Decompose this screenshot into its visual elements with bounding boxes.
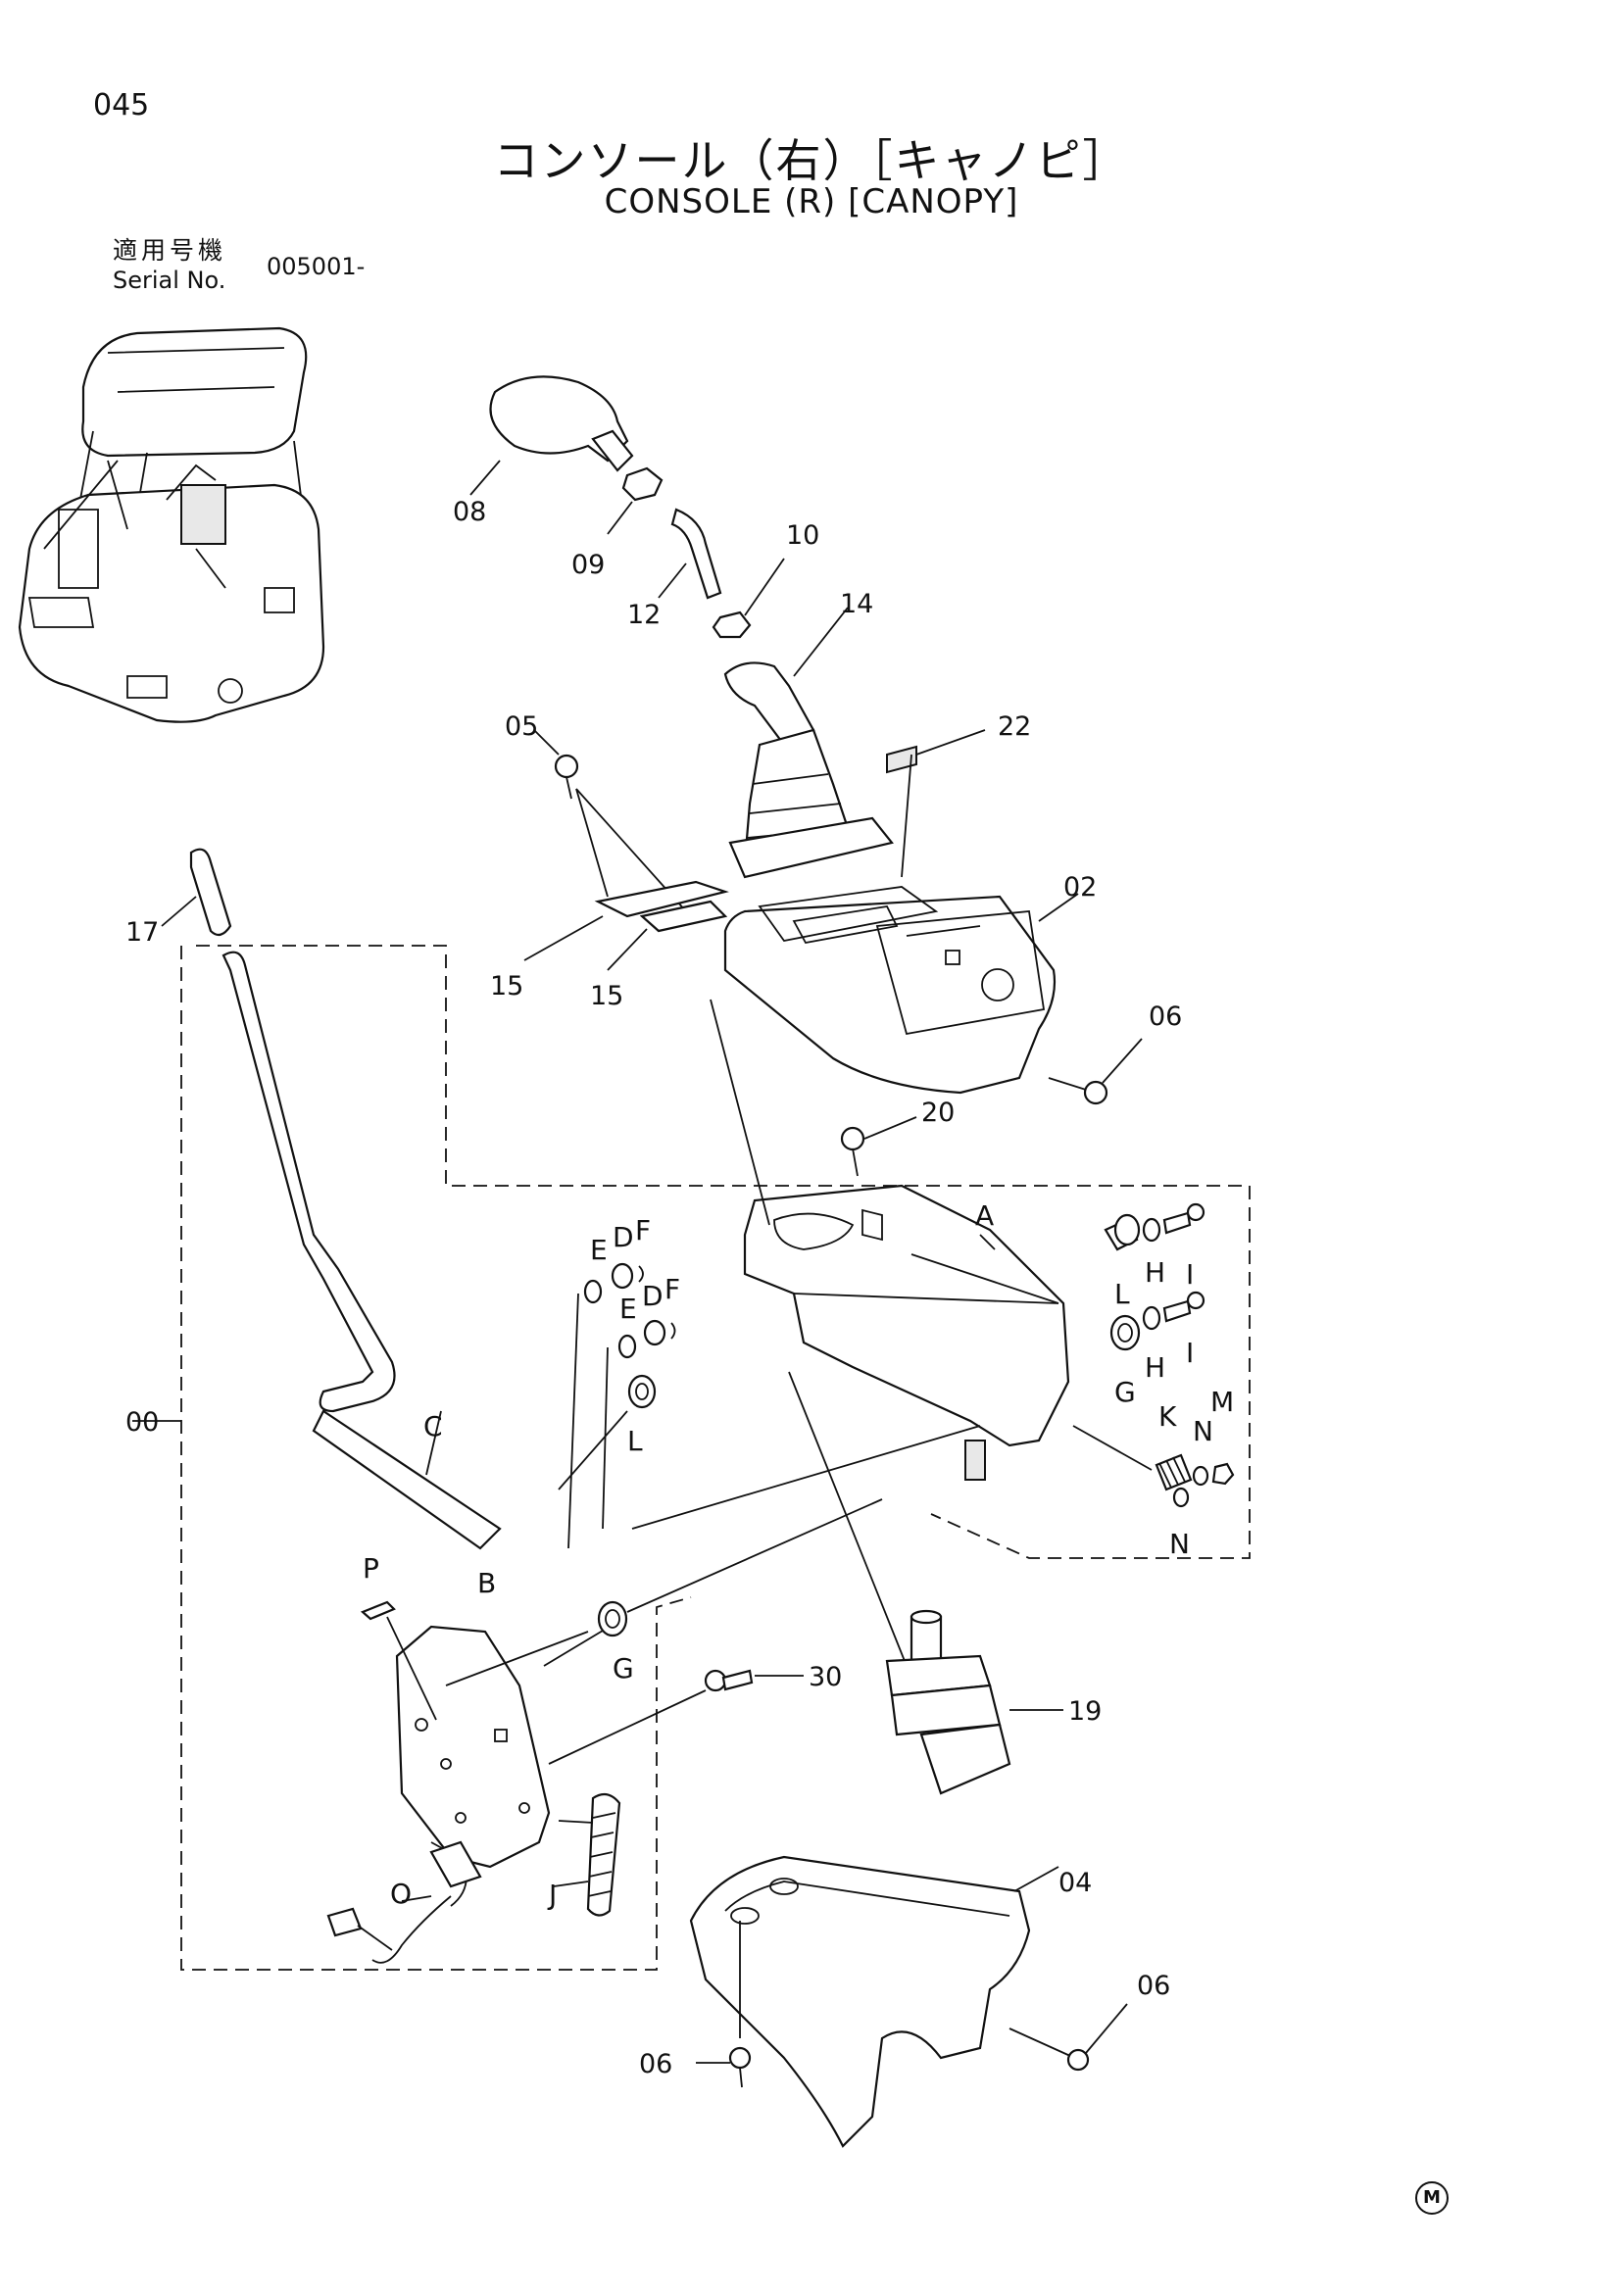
part-06-bolt-console <box>1048 1038 1143 1105</box>
title-japanese: コンソール（右）［キャノピ］ <box>493 134 1130 187</box>
callout-02: 02 <box>1063 872 1097 903</box>
callout-15a: 15 <box>490 971 523 1001</box>
machine-overview-illustration <box>18 326 325 723</box>
part-o-harness <box>326 1840 482 1964</box>
part-h-washer-lower <box>1142 1305 1161 1331</box>
callout-06a: 06 <box>1149 1001 1182 1032</box>
label-h2: H <box>1145 1351 1165 1384</box>
label-k: K <box>1158 1400 1177 1433</box>
label-n1: N <box>1193 1415 1213 1447</box>
label-c: C <box>423 1410 443 1442</box>
title-english: CONSOLE (R) [CANOPY] <box>604 182 1019 221</box>
part-30-bolt <box>548 1669 804 1765</box>
callout-04: 04 <box>1058 1868 1092 1898</box>
label-e1: E <box>590 1234 608 1266</box>
part-14-boot <box>723 607 894 879</box>
part-08-lever-knob <box>469 375 634 496</box>
lever-assembly-c <box>221 951 502 1550</box>
part-06-bolt-cover-right <box>1008 2003 1128 2072</box>
label-d2: D <box>642 1280 664 1312</box>
label-n2: N <box>1169 1528 1190 1560</box>
callout-06c: 06 <box>639 2049 672 2079</box>
part-06-bolt-cover-left <box>696 2046 752 2088</box>
serial-label-english: Serial No. <box>113 267 226 294</box>
part-15-plates <box>523 880 729 971</box>
label-m: M <box>1210 1386 1234 1418</box>
part-i-bolt-lower <box>1162 1291 1205 1323</box>
callout-05: 05 <box>505 711 538 742</box>
part-22-plate <box>886 729 986 774</box>
callout-00: 00 <box>125 1407 159 1438</box>
page-code: 045 <box>93 88 150 122</box>
part-l-bushing-lower <box>627 1374 657 1409</box>
part-e-d-f-lower <box>617 1319 676 1359</box>
footer-circled-mark: M <box>1415 2181 1449 2215</box>
label-p: P <box>363 1552 379 1585</box>
plate-b <box>395 1621 618 1869</box>
part-j-spring <box>553 1792 621 1917</box>
label-a: A <box>975 1199 994 1232</box>
label-i2: I <box>1186 1337 1194 1369</box>
label-h1: H <box>1145 1256 1165 1289</box>
part-n-nut-lower <box>1172 1487 1190 1508</box>
assembly-00-boundary <box>180 945 1251 1971</box>
callout-30: 30 <box>809 1662 842 1692</box>
part-i-bolt-upper <box>1162 1202 1205 1235</box>
part-e-d-f-upper <box>583 1262 644 1304</box>
part-g-bushing-upper <box>1109 1314 1141 1351</box>
label-f2: F <box>664 1273 680 1305</box>
serial-label-japanese: 適用号機 <box>113 236 227 265</box>
callout-20: 20 <box>921 1098 955 1128</box>
callout-10: 10 <box>786 520 819 551</box>
part-17-grip <box>161 848 232 937</box>
part-k-spring <box>1155 1453 1193 1491</box>
callout-06b: 06 <box>1137 1971 1170 2001</box>
label-l1: L <box>1114 1278 1130 1310</box>
serial-number-value: 005001- <box>267 253 366 280</box>
callout-14: 14 <box>840 589 873 619</box>
callout-19: 19 <box>1068 1696 1102 1727</box>
callout-08: 08 <box>453 497 486 527</box>
part-04-lower-cover <box>689 1855 1059 2148</box>
part-05-bolt <box>533 729 687 912</box>
label-o: O <box>390 1878 412 1910</box>
label-g1: G <box>1114 1376 1136 1408</box>
part-02-console-cover <box>723 754 1079 1095</box>
callout-22: 22 <box>998 711 1031 742</box>
part-20-bolt <box>840 1116 917 1177</box>
part-h-washer-upper <box>1142 1217 1161 1243</box>
label-j: J <box>547 1879 557 1911</box>
part-g-bushing-lower <box>597 1498 883 1637</box>
callout-09: 09 <box>571 550 605 580</box>
label-i1: I <box>1186 1258 1194 1291</box>
callout-12: 12 <box>627 600 661 630</box>
label-b: B <box>477 1567 496 1599</box>
callout-15b: 15 <box>590 981 623 1011</box>
label-e2: E <box>619 1293 637 1325</box>
part-19-pilot-valve <box>885 1609 1063 1795</box>
label-l2: L <box>627 1425 643 1457</box>
part-m-nut <box>1211 1462 1235 1486</box>
part-l-bushing-upper <box>1104 1213 1141 1251</box>
label-f1: F <box>635 1214 651 1246</box>
part-10-nut <box>712 558 785 639</box>
bracket-a <box>710 999 1070 1691</box>
label-g2: G <box>613 1652 634 1685</box>
part-n-nut-upper <box>1192 1465 1209 1487</box>
part-p-pin <box>360 1600 437 1721</box>
callout-17: 17 <box>125 917 159 948</box>
part-09-nut <box>607 466 664 535</box>
label-d1: D <box>613 1221 634 1253</box>
part-12-rod <box>658 508 722 600</box>
